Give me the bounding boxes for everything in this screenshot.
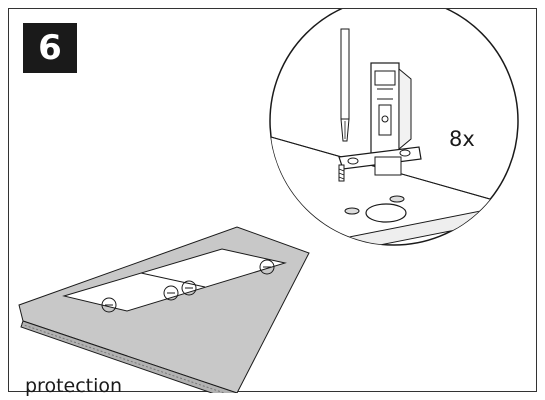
step-number-badge: 6 bbox=[23, 23, 77, 73]
screwdriver bbox=[340, 28, 350, 142]
hinge bbox=[338, 62, 422, 182]
detail-magnifier bbox=[269, 9, 519, 246]
protection-label: protection bbox=[25, 375, 123, 397]
protection-board bbox=[18, 226, 310, 393]
instruction-frame: 6 8x protection bbox=[8, 8, 537, 397]
hinge-position-markers bbox=[101, 259, 275, 313]
quantity-label: 8x bbox=[449, 127, 475, 151]
cabinet-panel bbox=[62, 248, 287, 312]
assembly-illustration bbox=[18, 9, 519, 393]
